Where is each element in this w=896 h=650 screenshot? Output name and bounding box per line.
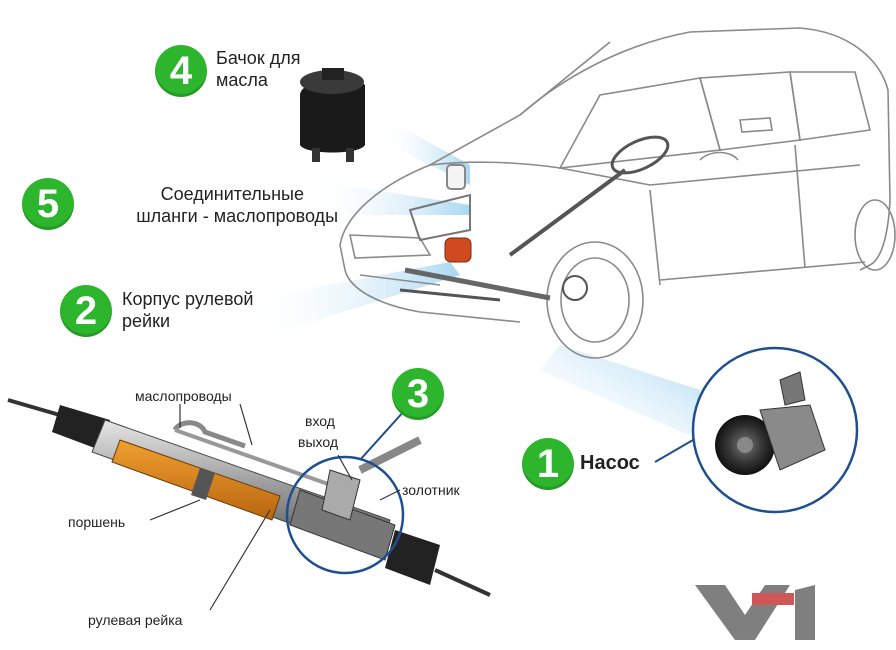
callout-label-4-line2: масла	[216, 70, 268, 90]
callout-badge-5: 5	[22, 178, 74, 230]
rack-label-spool: золотник	[402, 482, 460, 498]
callout-label-4-line1: Бачок для	[216, 48, 301, 68]
rack-label-rack: рулевая рейка	[88, 612, 183, 628]
rack-label-outlet: выход	[298, 434, 338, 450]
callout-badge-4: 4	[155, 45, 207, 97]
callout-label-2-line1: Корпус рулевой	[122, 289, 254, 309]
rack-label-piston: поршень	[68, 514, 126, 530]
callout-label-5-line1: Соединительные	[160, 184, 304, 204]
callout-label-4: Бачок для масла	[216, 47, 336, 91]
callout-badge-3: 3	[392, 368, 444, 420]
pump-in-car	[444, 237, 472, 263]
steering-rack-detail	[7, 398, 491, 597]
rack-label-inlet: вход	[305, 413, 335, 429]
pump-illustration	[715, 371, 826, 475]
rack-label-oil-lines: маслопроводы	[135, 388, 232, 404]
logo	[695, 585, 815, 640]
callout-label-2: Корпус рулевой рейки	[122, 288, 302, 332]
pointer-beam-1	[540, 345, 700, 440]
callout-label-1: Насос	[580, 452, 640, 474]
callout-label-2-line2: рейки	[122, 311, 171, 331]
car-steering-components	[399, 135, 670, 302]
callout-label-5: Соединительные шланги - маслопроводы	[78, 183, 338, 227]
reservoir-illustration	[300, 68, 365, 162]
pointer-beam-5	[310, 180, 470, 215]
callout-badge-1: 1	[522, 438, 574, 490]
callout-label-5-line2: шланги - маслопроводы	[136, 206, 338, 226]
spool-highlight-circle	[285, 455, 405, 575]
car-outline	[339, 27, 896, 359]
callout-badge-2: 2	[60, 285, 112, 337]
